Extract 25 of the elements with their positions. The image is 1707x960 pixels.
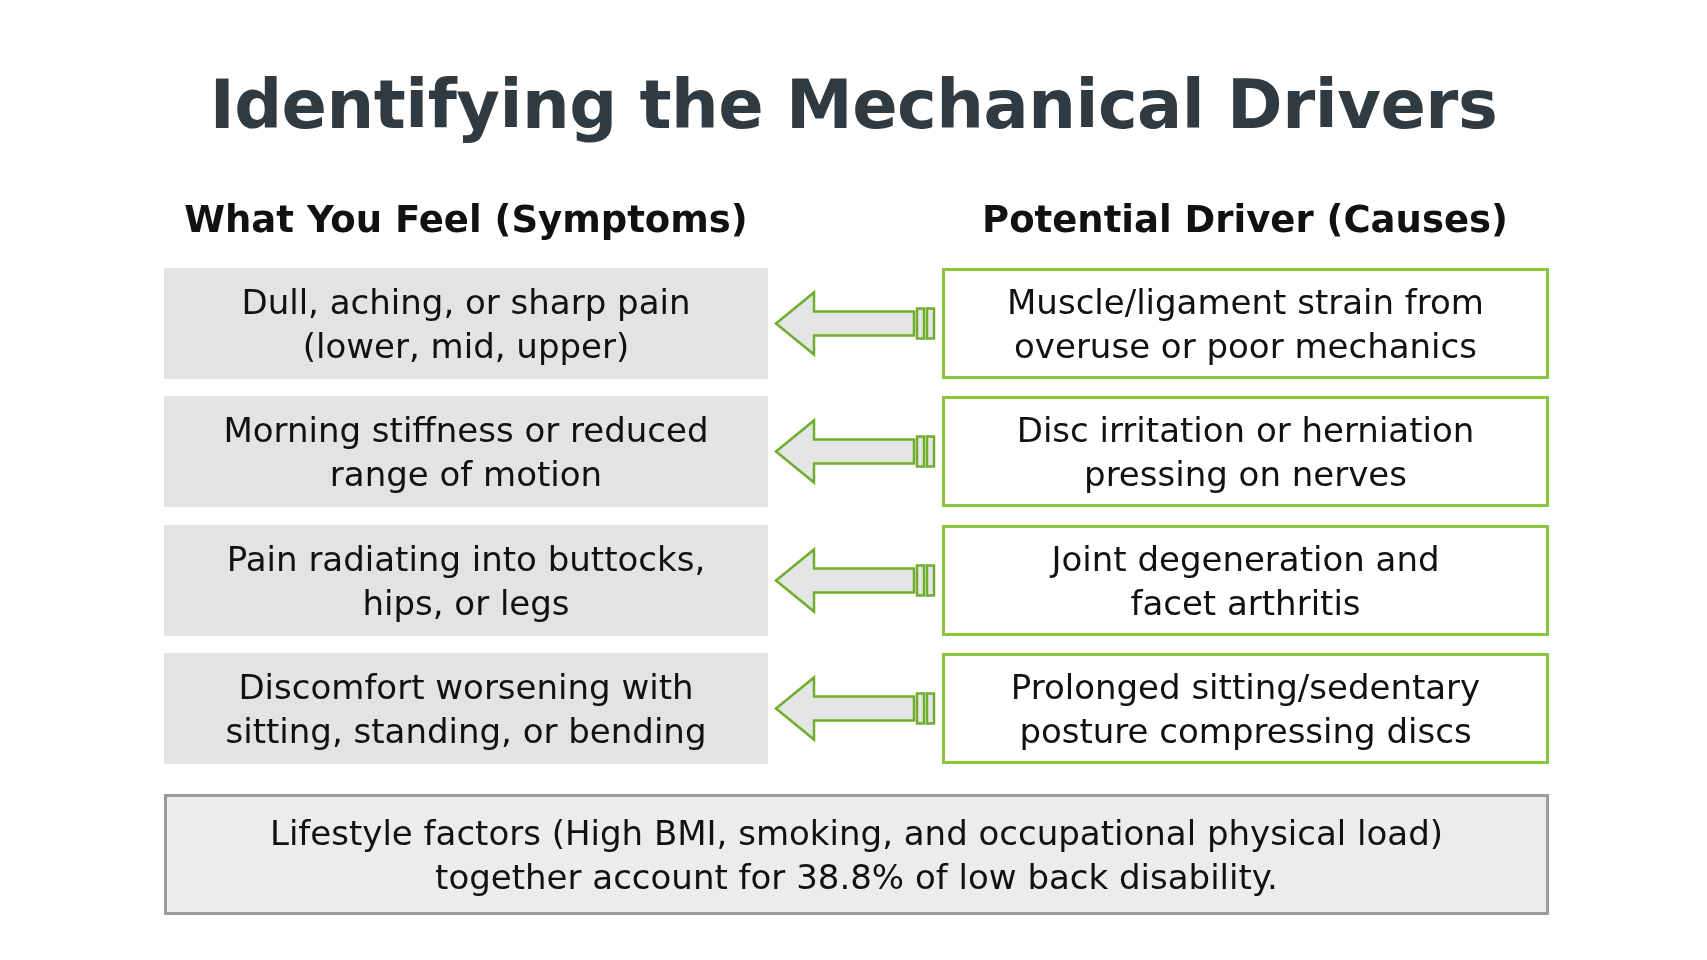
box-text: Disc irritation or herniation pressing on nerves [1015,408,1476,496]
block-arrow [774,546,936,615]
block-arrow [774,417,936,486]
box-text: Dull, aching, or sharp pain (lower, mid, upper) [240,280,692,368]
cause-box [942,653,1549,764]
symptom-box [164,653,768,764]
box-text: Discomfort worsening with sitting, standing, or bending [224,665,708,753]
title: Identifying the Mechanical Drivers [208,65,1499,146]
block-arrow [774,674,936,743]
box-text: Prolonged sitting/sedentary posture compressing discs [1009,665,1482,753]
column-heading: What You Feel (Symptoms) [184,197,748,243]
cause-box [942,525,1549,636]
note-box [164,794,1549,915]
box-text: Pain radiating into buttocks, hips, or legs [225,537,707,625]
symptom-box [164,396,768,507]
symptom-box [164,525,768,636]
column-heading: Potential Driver (Causes) [982,197,1508,243]
symptom-box [164,268,768,379]
cause-box [942,396,1549,507]
box-text: Joint degeneration and facet arthritis [1048,537,1441,625]
block-arrow [774,289,936,358]
box-text: Muscle/ligament strain from overuse or poor mechanics [1006,280,1485,368]
box-text: Morning stiffness or reduced range of motion [222,408,710,496]
box-text: Lifestyle factors (High BMI, smoking, and occupational physical load) together account for 38.8% of low back disability. [268,811,1445,899]
cause-box [942,268,1549,379]
